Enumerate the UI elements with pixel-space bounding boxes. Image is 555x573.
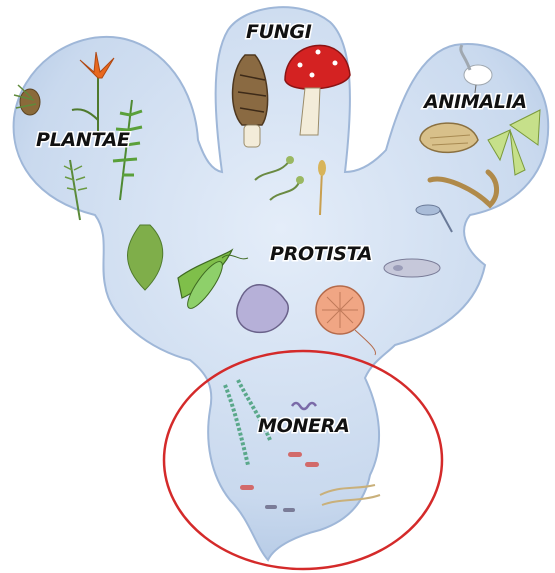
kingdom-label-monera: MONERA: [258, 415, 349, 437]
paramecium-icon: [384, 259, 440, 277]
kingdom-label-animalia: ANIMALIA: [422, 91, 527, 113]
kingdom-label-plantae: PLANTAE: [36, 129, 130, 151]
kingdom-label-fungi: FUNGI: [246, 21, 312, 43]
kingdom-label-protista: PROTISTA: [270, 243, 372, 265]
